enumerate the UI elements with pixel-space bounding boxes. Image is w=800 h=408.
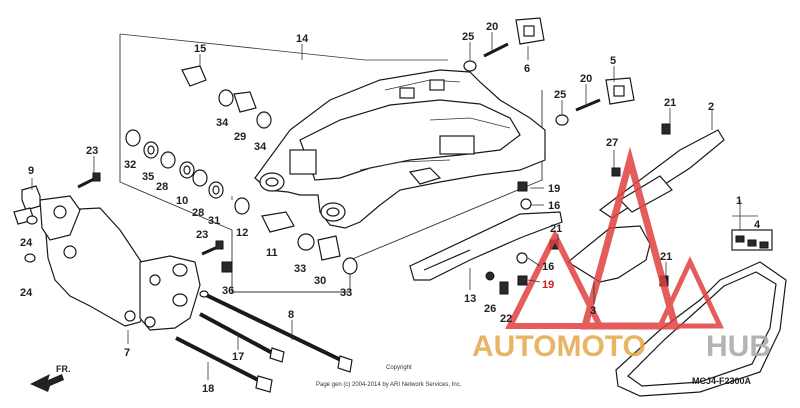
label-34-left[interactable]: 34 <box>216 117 229 129</box>
label-32[interactable]: 32 <box>124 159 136 171</box>
shaft-17[interactable] <box>199 312 285 363</box>
chain-master-link[interactable] <box>731 229 773 251</box>
front-label: FR. <box>56 364 71 374</box>
bolt-36[interactable] <box>221 261 233 273</box>
bolt-19-upper[interactable] <box>517 181 528 192</box>
label-17[interactable]: 17 <box>232 351 244 363</box>
label-10[interactable]: 10 <box>176 195 188 207</box>
label-18[interactable]: 18 <box>202 383 214 395</box>
bolt-27[interactable] <box>611 167 621 177</box>
label-5[interactable]: 5 <box>610 55 616 67</box>
holder-6[interactable] <box>515 17 545 45</box>
leader-lines <box>31 32 741 380</box>
label-11[interactable]: 11 <box>266 247 278 259</box>
bolt-22[interactable] <box>499 281 509 295</box>
label-28-left[interactable]: 28 <box>156 181 168 193</box>
bushing-upper[interactable] <box>181 65 272 129</box>
shaft-18[interactable] <box>175 336 273 393</box>
label-23-upper[interactable]: 23 <box>86 145 98 157</box>
label-28-right[interactable]: 28 <box>192 207 204 219</box>
copyright-line: Page gen (c) 2004-2014 by ARI Network Se… <box>316 382 462 388</box>
label-4[interactable]: 4 <box>754 219 761 231</box>
label-16-upper[interactable]: 16 <box>548 200 560 212</box>
watermark-logo: AUTOMOTO HUB <box>472 146 771 363</box>
label-24-upper[interactable]: 24 <box>20 237 33 249</box>
label-29[interactable]: 29 <box>234 131 246 143</box>
nut-26[interactable] <box>485 271 495 281</box>
nut-25-upper[interactable] <box>463 60 477 72</box>
chain-guard[interactable] <box>598 129 725 219</box>
swingarm[interactable] <box>254 69 546 229</box>
bearing-set-left[interactable] <box>125 129 224 199</box>
label-20-upper[interactable]: 20 <box>486 21 498 33</box>
bolt-23-upper[interactable] <box>77 172 101 189</box>
label-26[interactable]: 26 <box>484 303 496 315</box>
swingarm-group-outline <box>119 33 543 293</box>
label-8[interactable]: 8 <box>288 309 294 321</box>
pivot-plate[interactable] <box>39 195 201 331</box>
label-1[interactable]: 1 <box>736 195 742 207</box>
label-35[interactable]: 35 <box>142 171 154 183</box>
label-23-lower[interactable]: 23 <box>196 229 208 241</box>
bolt-23-lower[interactable] <box>201 240 224 256</box>
bolt-20-lower[interactable] <box>575 98 601 112</box>
pivot-bushing[interactable] <box>13 185 41 263</box>
holder-5[interactable] <box>605 77 635 105</box>
bolt-21-top[interactable] <box>661 123 671 135</box>
label-25-upper[interactable]: 25 <box>462 31 474 43</box>
figure-code: MCJ4-F2300A <box>692 376 752 386</box>
front-direction-arrow: FR. <box>30 364 71 392</box>
label-7[interactable]: 7 <box>124 347 130 359</box>
bushing-lower[interactable] <box>234 197 358 275</box>
label-9[interactable]: 9 <box>28 165 34 177</box>
label-6[interactable]: 6 <box>524 63 530 75</box>
nut-25-lower[interactable] <box>555 114 569 126</box>
label-31[interactable]: 31 <box>208 215 220 227</box>
bolt-19-lower[interactable] <box>517 275 528 286</box>
label-22[interactable]: 22 <box>500 313 512 325</box>
copyright-title: Copyright <box>386 365 412 371</box>
collar-16-lower[interactable] <box>516 252 528 264</box>
label-21-mid[interactable]: 21 <box>550 223 562 235</box>
label-19-upper[interactable]: 19 <box>548 183 560 195</box>
pivot-shaft-8[interactable] <box>199 290 353 373</box>
label-33-right[interactable]: 33 <box>340 287 352 299</box>
chain-slider[interactable] <box>409 211 563 281</box>
part-labels: 1 2 3 4 5 6 7 8 9 10 11 12 13 14 15 16 1… <box>20 21 761 395</box>
label-14[interactable]: 14 <box>296 33 309 45</box>
label-16-lower[interactable]: 16 <box>542 261 554 273</box>
label-21-top[interactable]: 21 <box>664 97 676 109</box>
label-33-left[interactable]: 33 <box>294 263 306 275</box>
label-36[interactable]: 36 <box>222 285 234 297</box>
label-30[interactable]: 30 <box>314 275 326 287</box>
label-34-right[interactable]: 34 <box>254 141 267 153</box>
watermark-text-auto: AUTOMOTO <box>472 330 646 363</box>
label-20-lower[interactable]: 20 <box>580 73 592 85</box>
label-13[interactable]: 13 <box>464 293 476 305</box>
collar-16-upper[interactable] <box>520 198 532 210</box>
label-12[interactable]: 12 <box>236 227 248 239</box>
watermark-text-hub: HUB <box>706 330 771 363</box>
label-3[interactable]: 3 <box>590 305 596 317</box>
label-21-right[interactable]: 21 <box>660 251 672 263</box>
label-15[interactable]: 15 <box>194 43 206 55</box>
label-25-lower[interactable]: 25 <box>554 89 566 101</box>
bolt-20-upper[interactable] <box>483 42 509 58</box>
label-24-lower[interactable]: 24 <box>20 287 33 299</box>
label-2[interactable]: 2 <box>708 101 714 113</box>
label-19-lower[interactable]: 19 <box>542 279 554 291</box>
label-27[interactable]: 27 <box>606 137 618 149</box>
